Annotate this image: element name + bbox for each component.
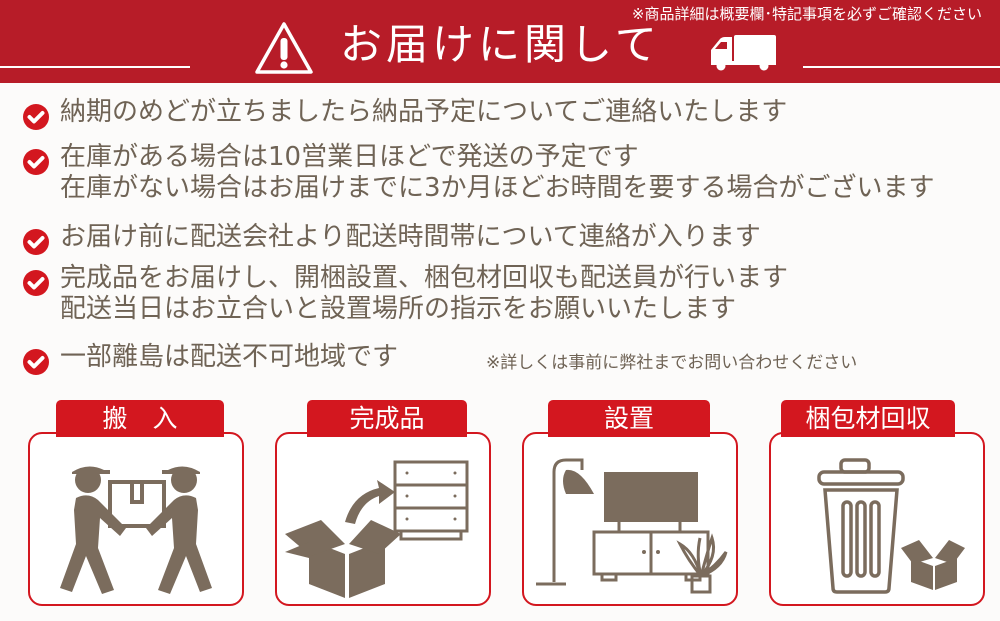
service-card-carry-in: 搬 入 [28, 400, 244, 606]
card-label: 搬 入 [56, 400, 224, 437]
list-item-text: 在庫がある場合は10営業日ほどで発送の予定です [60, 142, 639, 172]
check-circle-icon [23, 229, 49, 255]
list-item-text: 完成品をお届けし、開梱設置、梱包材回収も配送員が行います [60, 263, 789, 293]
header-banner: ※商品詳細は概要欄･特記事項を必ずご確認ください お届けに関して [0, 0, 1000, 83]
service-card-packaging-removal: 梱包材回収 [769, 400, 985, 606]
card-label: 梱包材回収 [781, 400, 955, 437]
list-item-text: 一部離島は配送不可地域です [60, 342, 399, 372]
trash-bin-box-icon [817, 458, 965, 594]
check-circle-icon [23, 149, 49, 175]
page-title: お届けに関して [340, 20, 661, 69]
check-circle-icon [23, 270, 49, 296]
living-room-setup-icon [536, 458, 728, 594]
header-divider-right [803, 66, 1000, 68]
list-item-text: 在庫がない場合はお届けまでに3か月ほどお時間を要する場合がございます [60, 173, 935, 203]
header-divider-left [0, 66, 190, 68]
box-to-dresser-icon [285, 460, 469, 598]
header-notice: ※商品詳細は概要欄･特記事項を必ずご確認ください [631, 5, 982, 23]
service-card-assembled: 完成品 [275, 400, 491, 606]
service-card-installation: 設置 [522, 400, 738, 606]
truck-icon [711, 35, 776, 71]
check-circle-icon [23, 104, 49, 130]
list-item-text: お届け前に配送会社より配送時間帯について連絡が入ります [60, 222, 761, 252]
warning-icon [255, 22, 313, 74]
check-circle-icon [23, 349, 49, 375]
card-label: 設置 [548, 400, 710, 437]
inquiry-note: ※詳しくは事前に弊社までお問い合わせください [486, 353, 858, 373]
list-item-text: 配送当日はお立合いと設置場所の指示をお願いいたします [60, 294, 737, 324]
movers-carrying-box-icon [60, 466, 212, 594]
card-label: 完成品 [307, 400, 467, 437]
list-item-text: 納期のめどが立ちましたら納品予定についてご連絡いたします [60, 97, 788, 127]
